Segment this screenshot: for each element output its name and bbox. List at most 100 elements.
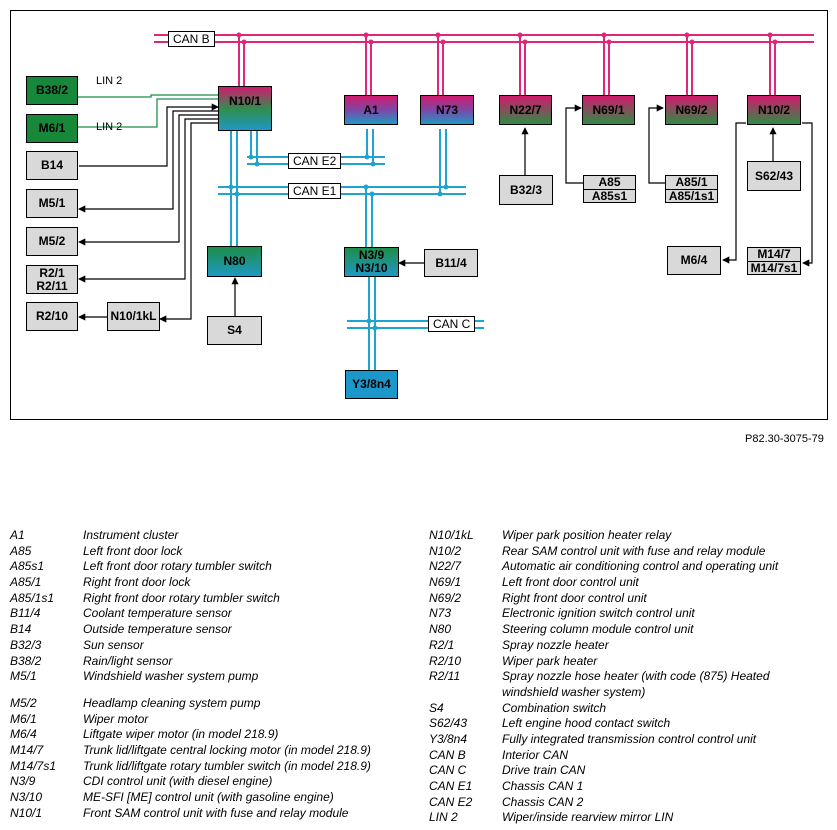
legend-row: A85s1 Left front door rotary tumbler swit… [10, 559, 410, 575]
legend-code: CAN C [429, 763, 467, 778]
legend-row: Y3/8n4 Fully integrated transmission cont… [429, 732, 829, 748]
legend-code: N3/10 [10, 790, 43, 804]
legend-description: Liftgate wiper motor (in model 218.9) [83, 727, 279, 742]
component-n10-2: N10/2 [747, 95, 801, 125]
legend-code: M14/7 [10, 742, 44, 757]
legend-description: Instrument cluster [83, 528, 179, 542]
legend-code: CAN E1 [429, 779, 473, 793]
legend-code: N3/9 [10, 774, 36, 789]
legend-code: M5/1 [10, 669, 37, 684]
component-n10-1kl: N10/1kL [107, 302, 160, 331]
legend-code: S62/43 [429, 716, 468, 731]
legend-description-continuation: windshield washer system) [502, 684, 646, 699]
legend-description: Headlamp cleaning system pump [83, 695, 261, 710]
legend-description: Left front door rotary tumbler switch [83, 559, 272, 574]
legend-description: Rear SAM control unit with fuse and rela… [502, 543, 766, 558]
legend-description: Right front door control unit [502, 590, 647, 605]
legend-code: N10/2 [429, 543, 462, 558]
legend-row: B11/4 Coolant temperature sensor [10, 606, 410, 622]
component-n22-7: N22/7 [499, 95, 552, 125]
legend-row: N69/2 Right front door control unit [429, 591, 829, 607]
legend-code: A85s1 [10, 559, 45, 574]
can-b-bus [154, 34, 814, 95]
legend-description: Wiper motor [83, 711, 149, 726]
component-n73: N73 [420, 95, 474, 125]
legend-code: N10/1kL [429, 528, 474, 542]
component-n10-1: N10/1 [218, 86, 272, 131]
legend-description: Outside temperature sensor [83, 622, 232, 637]
legend-description: Rain/light sensor [83, 653, 173, 668]
component-m5-1: M5/1 [26, 189, 78, 218]
legend-row: A1 Instrument cluster [10, 528, 410, 544]
legend-code: B32/3 [10, 637, 42, 652]
component-n69-2: N69/2 [665, 95, 718, 125]
legend-row: N10/1kL Wiper park position heater relay [429, 528, 829, 544]
legend-code: M14/7s1 [10, 758, 57, 773]
lin-2-label-bottom: LIN 2 [96, 121, 123, 133]
legend-description: Chassis CAN 1 [502, 779, 584, 793]
legend-row: N10/2 Rear SAM control unit with fuse and… [429, 544, 829, 560]
legend-row-continuation: windshield washer system) [429, 685, 829, 701]
component-n69-1: N69/1 [582, 95, 635, 125]
legend-code: CAN B [429, 747, 466, 762]
legend-code: A85 [10, 543, 32, 558]
component-b32-3: B32/3 [499, 175, 553, 205]
legend-code: R2/1 [429, 637, 455, 652]
component-b14: B14 [26, 151, 78, 180]
legend-code: N69/2 [429, 590, 462, 605]
legend-description: Wiper park position heater relay [502, 528, 672, 542]
component-y3-8n4: Y3/8n4 [345, 370, 398, 399]
legend-code: Y3/8n4 [429, 731, 468, 746]
legend-row: S62/43 Left engine hood contact switch [429, 716, 829, 732]
legend-row: M14/7 Trunk lid/liftgate central locking … [10, 743, 410, 759]
can-e2-label: CAN E2 [288, 153, 342, 169]
lin-2-bus [70, 93, 218, 131]
legend-code: N69/1 [429, 575, 462, 590]
legend-row: M6/4 Liftgate wiper motor (in model 218.9… [10, 727, 410, 743]
legend-row: A85 Left front door lock [10, 544, 410, 560]
legend-row: M5/1 Windshield washer system pump [10, 669, 410, 685]
legend-code: B38/2 [10, 653, 42, 668]
legend-description: Chassis CAN 2 [502, 794, 584, 809]
legend-code: N10/1 [10, 805, 43, 820]
legend-code: B11/4 [10, 606, 41, 621]
can-e-junctions [228, 154, 449, 331]
legend-code: N22/7 [429, 559, 462, 574]
legend-description: Right front door lock [83, 575, 191, 590]
legend-description: Fully integrated transmission control co… [502, 731, 757, 746]
component-s62-43: S62/43 [747, 161, 801, 191]
legend-code: M6/4 [10, 727, 37, 742]
legend-description: Trunk lid/liftgate central locking motor… [83, 742, 371, 757]
component-m6-4: M6/4 [667, 246, 721, 275]
legend-row: CAN E1 Chassis CAN 1 [429, 779, 829, 795]
component-m5-2: M5/2 [26, 227, 78, 256]
can-b-junctions [236, 32, 778, 45]
legend-description: Coolant temperature sensor [83, 606, 232, 621]
legend-row: B38/2 Rain/light sensor [10, 654, 410, 670]
legend-description: Spray nozzle hose heater (with code (875… [502, 669, 770, 684]
legend-description: Left front door lock [83, 543, 183, 558]
legend-description: Windshield washer system pump [83, 669, 259, 684]
legend-description: Left engine hood contact switch [502, 716, 671, 731]
can-c-label: CAN C [428, 316, 476, 332]
component-m6-1: M6/1 [26, 114, 78, 143]
legend-code: N80 [429, 622, 452, 637]
legend-code: A1 [10, 528, 25, 542]
